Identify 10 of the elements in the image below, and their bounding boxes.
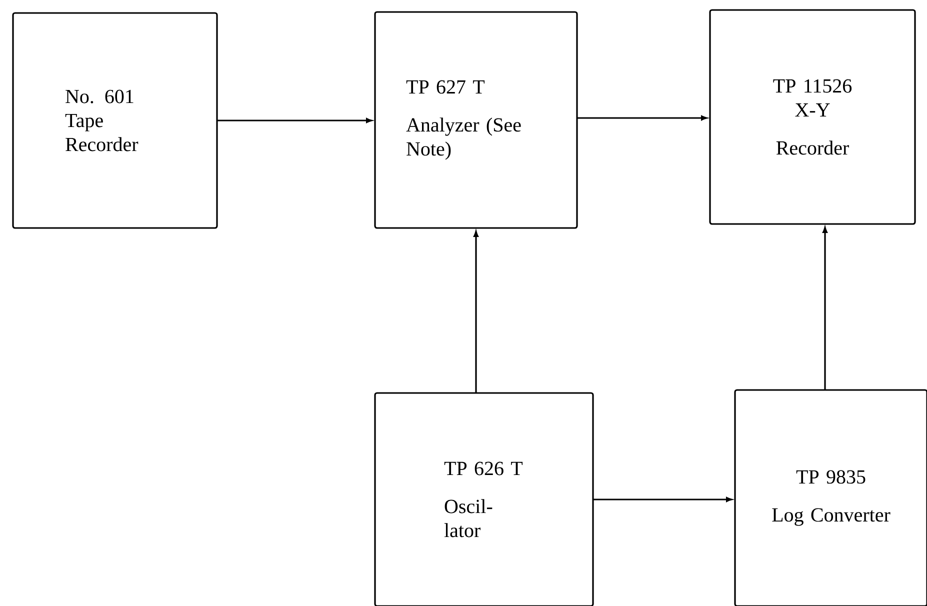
arrow	[474, 230, 478, 393]
block-box: No. 601 Tape Recorder	[12, 12, 218, 229]
arrow	[822, 226, 828, 390]
block-box: TP 11526 X-Y Recorder	[709, 9, 916, 225]
arrow	[577, 116, 708, 120]
block-box: TP 626 T Oscil- lator	[374, 392, 594, 606]
arrow	[217, 118, 372, 123]
arrow	[593, 497, 732, 502]
block-box: TP 627 T Analyzer (See Note)	[374, 11, 578, 229]
block-box: TP 9835 Log Converter	[734, 389, 927, 606]
